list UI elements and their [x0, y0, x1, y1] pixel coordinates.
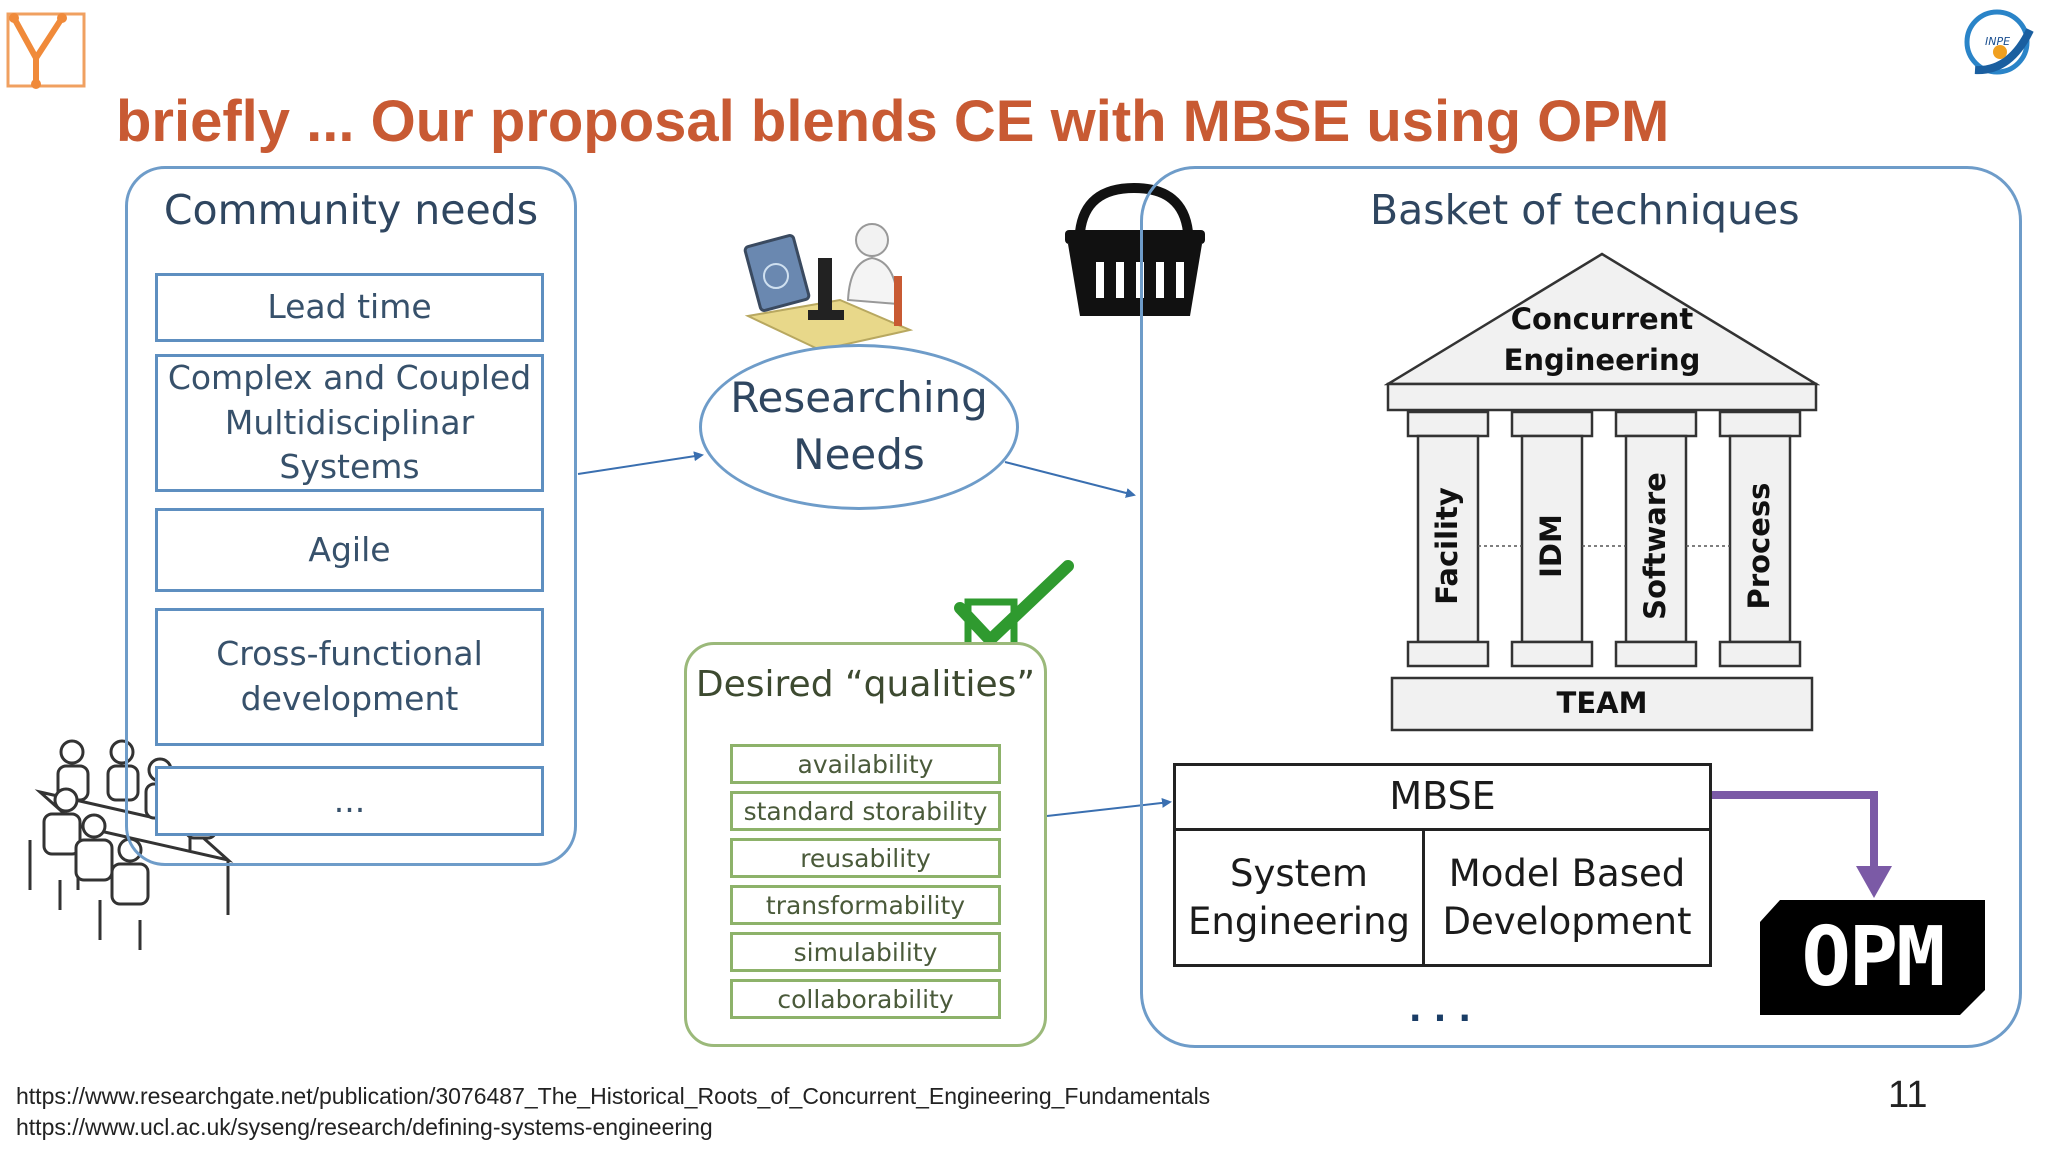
- arrow-qualities-to-mbse: [1046, 797, 1172, 817]
- inpe-logo-icon: INPE: [1964, 9, 2034, 75]
- quality-availability: availability: [730, 744, 1001, 784]
- researcher-icon: [743, 223, 914, 352]
- community-needs-title: Community needs: [163, 186, 539, 234]
- ce-roof-line1: Concurrent: [1510, 302, 1694, 336]
- pillar-process: Process: [1742, 482, 1776, 610]
- inpe-logo-text: INPE: [1985, 35, 2010, 48]
- quality-collaborability: collaborability: [730, 979, 1001, 1019]
- temple-base-team: TEAM: [1556, 686, 1648, 720]
- basket-of-techniques-title: Basket of techniques: [1370, 186, 1800, 234]
- arrow-needs-to-research: [577, 451, 704, 475]
- quality-reusability: reusability: [730, 838, 1001, 878]
- footer-url-1[interactable]: https://www.researchgate.net/publication…: [16, 1083, 1211, 1109]
- mbse-header: MBSE: [1389, 774, 1496, 818]
- need-complex-systems: Complex and Coupled Multidisciplinar Sys…: [155, 354, 544, 492]
- opm-logo-icon: [1760, 900, 1985, 1015]
- check-mark-icon: [954, 560, 1074, 652]
- need-lead-time: Lead time: [155, 273, 544, 342]
- ce-roof-line2: Engineering: [1503, 343, 1701, 377]
- quality-simulability: simulability: [730, 932, 1001, 972]
- quality-standard-storability: standard storability: [730, 791, 1001, 831]
- community-needs-panel: [125, 166, 577, 866]
- pillar-software: Software: [1638, 472, 1672, 620]
- development-label: Development: [1442, 900, 1692, 943]
- mbse-system-engineering: System Engineering: [1176, 831, 1422, 965]
- engineering-label: Engineering: [1188, 900, 1410, 943]
- system-label: System: [1230, 851, 1368, 895]
- basket-of-techniques-panel: [1140, 166, 2022, 1048]
- pillar-facility: Facility: [1430, 487, 1464, 605]
- need-agile: Agile: [155, 508, 544, 592]
- slide-title: briefly ... Our proposal blends CE with …: [116, 89, 1670, 154]
- needs-label: Needs: [793, 430, 925, 479]
- researching-needs-ellipse: Researching Needs: [699, 344, 1019, 510]
- page-number: 11: [1888, 1074, 1928, 1116]
- pillar-idm: IDM: [1534, 514, 1568, 578]
- basket-ellipsis: . . .: [1408, 990, 1472, 1030]
- mbse-model-based-development: Model Based Development: [1425, 831, 1709, 965]
- arrow-mbse-to-opm: [1712, 791, 1878, 870]
- mbse-table: [1173, 763, 1712, 967]
- need-more: ...: [155, 766, 544, 836]
- need-cross-functional: Cross-functional development: [155, 608, 544, 746]
- opm-logo-text: OPM: [1801, 910, 1945, 1005]
- quality-transformability: transformability: [730, 885, 1001, 925]
- footer-url-2[interactable]: https://www.ucl.ac.uk/syseng/research/de…: [16, 1114, 713, 1140]
- y-logo-icon: [6, 12, 86, 89]
- researching-label: Researching: [730, 373, 988, 423]
- desired-qualities-title: Desired “qualities”: [695, 664, 1036, 705]
- model-based-label: Model Based: [1448, 851, 1686, 895]
- ce-temple: [1384, 252, 1820, 732]
- arrow-research-to-basket: [1004, 461, 1136, 498]
